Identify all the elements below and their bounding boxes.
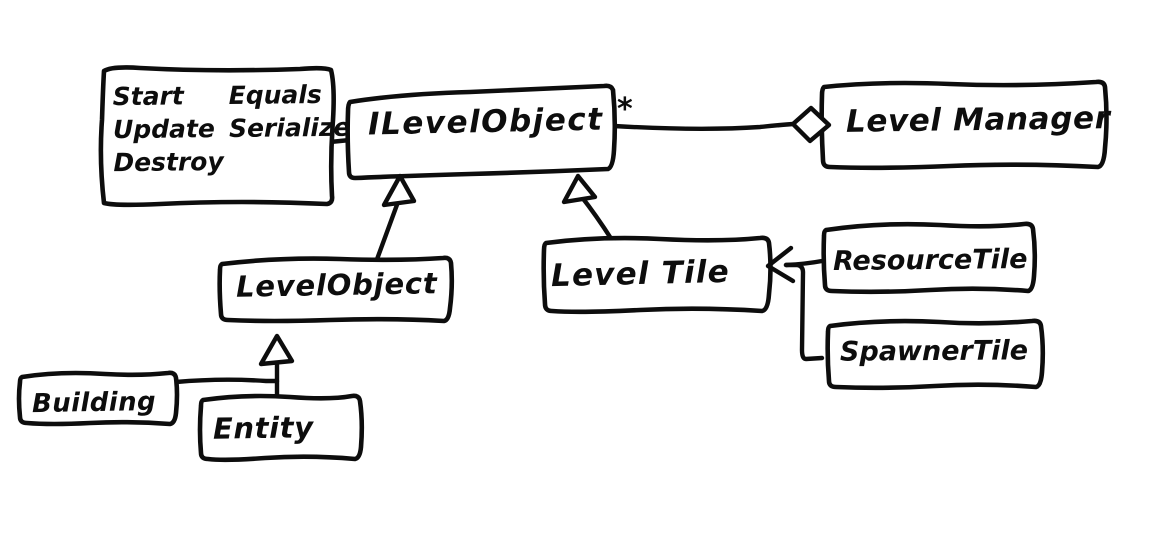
box-levelmanager[interactable] bbox=[819, 79, 1109, 171]
edge-spawnertile-shaft bbox=[783, 262, 825, 362]
realization-triangle-levelobject-icon bbox=[381, 173, 417, 208]
realization-triangle-leveltile-icon bbox=[561, 173, 598, 205]
box-levelobject[interactable] bbox=[217, 255, 455, 324]
box-ilevelobject[interactable] bbox=[345, 83, 618, 181]
edge-aggregation-line bbox=[611, 121, 796, 131]
box-interface-methods[interactable] bbox=[98, 65, 336, 208]
box-entity[interactable] bbox=[197, 393, 365, 463]
inheritance-triangle-levelobject-icon bbox=[258, 333, 295, 367]
edge-levelobject-shaft bbox=[373, 199, 401, 265]
aggregation-diamond-icon bbox=[790, 105, 832, 144]
box-resourcetile[interactable] bbox=[821, 221, 1038, 295]
edge-leveltile-shaft bbox=[578, 193, 615, 243]
box-leveltile[interactable] bbox=[541, 235, 773, 315]
edge-building-shaft bbox=[173, 377, 280, 385]
inheritance-arrow-leveltile-icon bbox=[765, 245, 796, 284]
box-building[interactable] bbox=[16, 370, 180, 427]
box-spawnertile[interactable] bbox=[825, 318, 1046, 391]
